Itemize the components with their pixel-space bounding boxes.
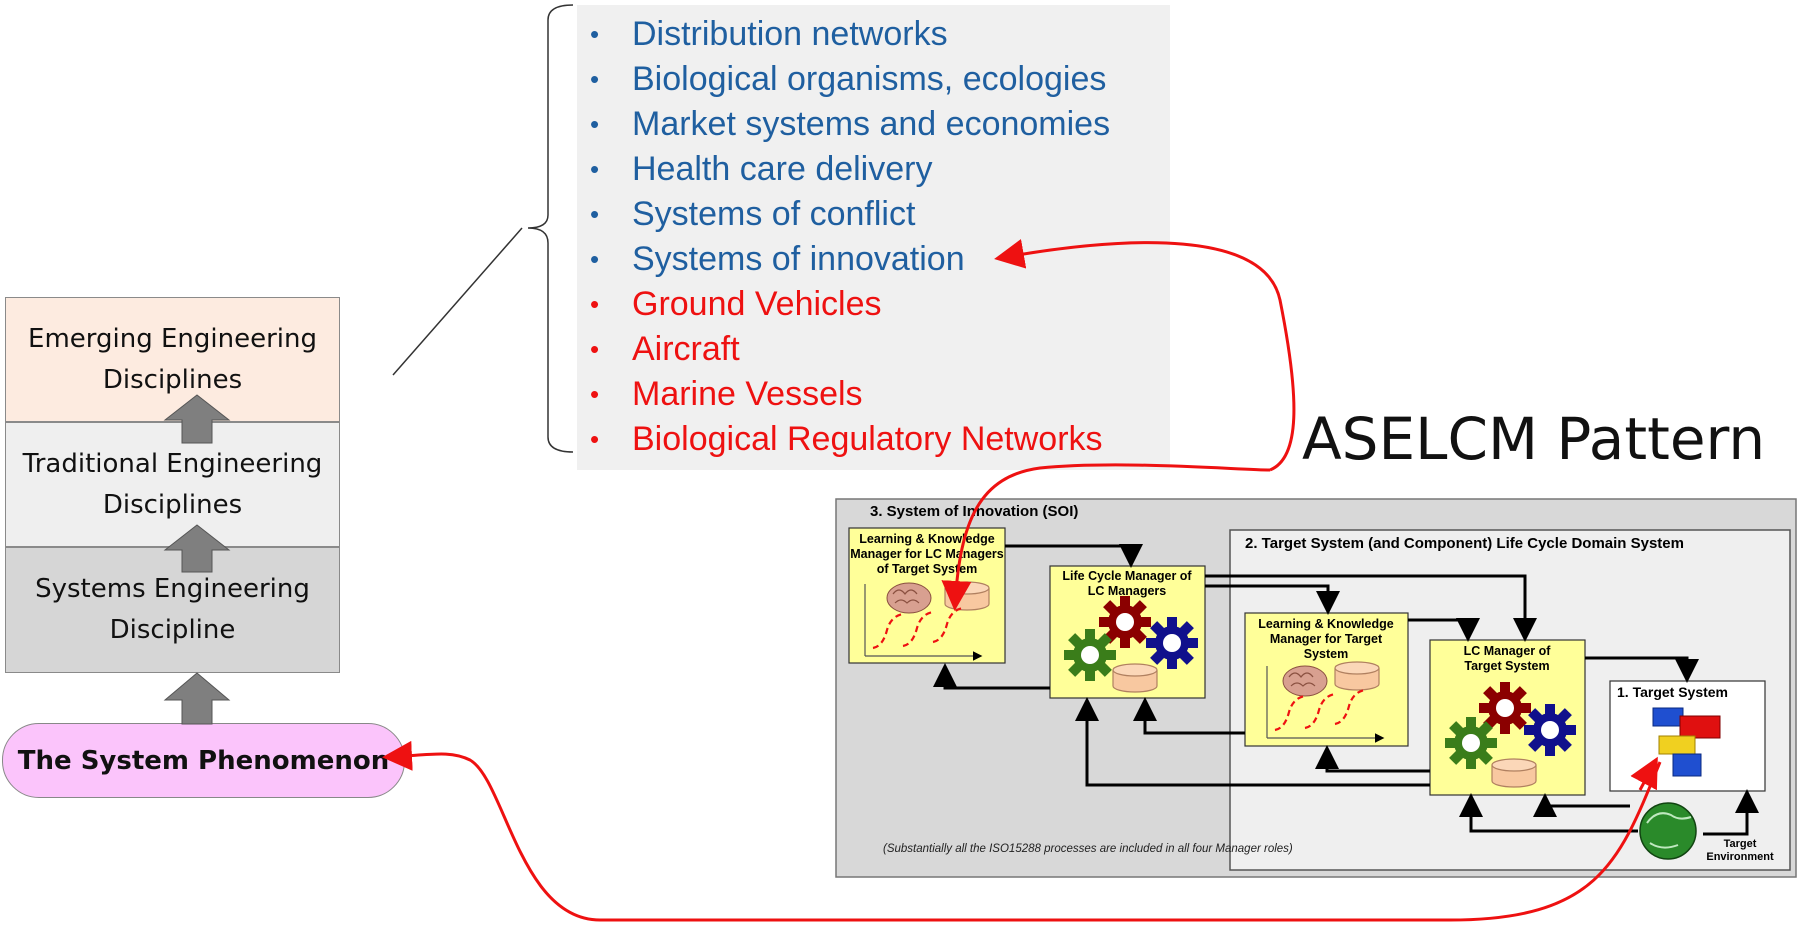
target-arrow-head xyxy=(1630,756,1658,791)
aselcm-pattern-title: ASELCM Pattern xyxy=(1302,405,1766,473)
aselcm-diagram: 3. System of Innovation (SOI) 2. Target … xyxy=(835,498,1797,878)
bullet-icon: • xyxy=(590,379,600,409)
list-item: • Systems of innovation xyxy=(577,237,1110,282)
list-item: • Biological Regulatory Networks xyxy=(577,417,1110,462)
discipline-list-panel xyxy=(577,5,1170,470)
up-arrow-icon xyxy=(163,394,231,444)
list-item-text: Aircraft xyxy=(632,330,740,368)
lk-target-line-1: Learning & Knowledge xyxy=(1258,617,1393,631)
list-item: • Aircraft xyxy=(577,327,1110,372)
list-item-text: Biological Regulatory Networks xyxy=(632,420,1103,458)
list-item-text: Systems of conflict xyxy=(632,195,916,233)
list-item: • Systems of conflict xyxy=(577,192,1110,237)
lk-lc-line-3: of Target System xyxy=(877,562,978,576)
list-item: • Ground Vehicles xyxy=(577,282,1110,327)
up-arrow-icon xyxy=(163,524,231,573)
emerging-line-1: Emerging Engineering xyxy=(28,323,317,354)
traditional-line-2: Disciplines xyxy=(102,489,243,520)
lk-target-line-3: System xyxy=(1304,647,1348,661)
bullet-icon: • xyxy=(590,199,600,229)
lcm-target-line-1: LC Manager of xyxy=(1464,644,1552,658)
list-item: • Distribution networks xyxy=(577,12,1110,57)
system-phenomenon-pill: The System Phenomenon xyxy=(2,723,405,798)
traditional-line-1: Traditional Engineering xyxy=(22,448,323,479)
lcm-lcm-line-1: Life Cycle Manager of xyxy=(1062,569,1192,583)
bullet-icon: • xyxy=(590,64,600,94)
innovation-arrow xyxy=(941,463,1271,611)
iso-note: (Substantially all the ISO15288 processe… xyxy=(883,843,1293,855)
innovation-arrow-upper xyxy=(994,239,1296,472)
bullet-icon: • xyxy=(590,334,600,364)
lcm-target-line-2: Target System xyxy=(1464,659,1549,673)
stack-arrows xyxy=(163,394,231,725)
list-item: • Marine Vessels xyxy=(577,372,1110,417)
bullet-icon: • xyxy=(590,289,600,319)
lk-target-line-2: Manager for Target xyxy=(1270,632,1383,646)
emerging-line-2: Disciplines xyxy=(102,364,243,395)
flow-arrows xyxy=(933,544,1759,836)
globe-icon xyxy=(1639,802,1697,860)
list-item: • Biological organisms, ecologies xyxy=(577,57,1110,102)
phenomenon-arrow xyxy=(382,740,1662,922)
target-system-label: 1. Target System xyxy=(1617,684,1728,700)
list-item-text: Systems of innovation xyxy=(632,240,965,278)
list-item: • Market systems and economies xyxy=(577,102,1110,147)
list-item-text: Biological organisms, ecologies xyxy=(632,60,1107,98)
target-env-line-2: Environment xyxy=(1706,851,1774,863)
bullet-icon: • xyxy=(590,19,600,49)
lk-lc-line-1: Learning & Knowledge xyxy=(859,532,994,546)
blocks-icon xyxy=(1652,707,1721,777)
list-bracket xyxy=(527,4,574,453)
up-arrow-icon xyxy=(163,672,231,725)
list-item-text: Ground Vehicles xyxy=(632,285,882,323)
target-env-line-1: Target xyxy=(1724,838,1757,850)
discipline-list: • Distribution networks • Biological organi… xyxy=(577,12,1110,462)
bracket-connector-line xyxy=(392,227,523,376)
list-item-text: Marine Vessels xyxy=(632,375,863,413)
lcm-lcm-line-2: LC Managers xyxy=(1088,584,1167,598)
domain-title: 2. Target System (and Component) Life Cy… xyxy=(1245,535,1684,552)
list-item-text: Health care delivery xyxy=(632,150,933,188)
se-line-1: Systems Engineering xyxy=(35,574,310,604)
bullet-icon: • xyxy=(590,244,600,274)
bullet-icon: • xyxy=(590,424,600,454)
list-item: • Health care delivery xyxy=(577,147,1110,192)
bullet-icon: • xyxy=(590,109,600,139)
se-line-2: Discipline xyxy=(109,615,236,645)
list-item-text: Distribution networks xyxy=(632,15,948,53)
phenomenon-label: The System Phenomenon xyxy=(17,745,390,776)
bullet-icon: • xyxy=(590,154,600,184)
lk-lc-line-2: Manager for LC Managers xyxy=(850,547,1004,561)
list-item-text: Market systems and economies xyxy=(632,105,1111,143)
